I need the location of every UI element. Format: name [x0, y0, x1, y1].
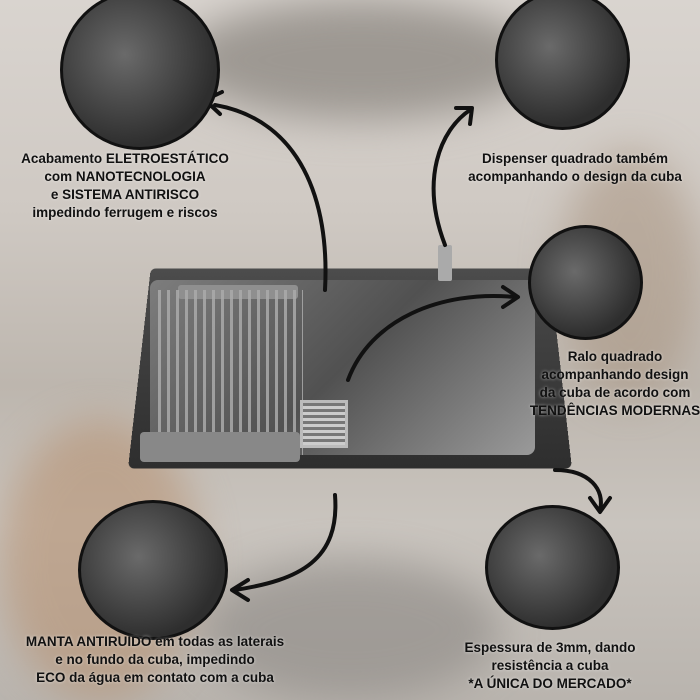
dispenser-caption: Dispenser quadrado também acompanhando o…: [450, 150, 700, 186]
caption-line: Espessura de 3mm, dando: [464, 640, 636, 655]
caption-line: Acabamento ELETROESTÁTICO: [21, 151, 229, 166]
caption-line: acompanhando design: [541, 367, 689, 382]
noise-caption: MANTA ANTIRUIDO em todas as laterais e n…: [0, 633, 310, 687]
thickness-detail-circle: [485, 505, 620, 630]
caption-line: Ralo quadrado: [567, 349, 663, 364]
drain-caption: Ralo quadrado acompanhando design da cub…: [480, 348, 700, 420]
caption-line: da cuba de acordo com: [539, 385, 691, 400]
caption-line: com NANOTECNOLOGIA: [44, 169, 206, 184]
caption-line: TENDÊNCIAS MODERNAS: [529, 403, 700, 418]
caption-line: MANTA ANTIRUIDO em todas as laterais: [25, 634, 285, 649]
arrow-finish: [213, 103, 328, 292]
dispenser-detail-circle: [495, 0, 630, 130]
drain-grate: [300, 400, 348, 448]
caption-line: Dispenser quadrado também: [481, 151, 669, 166]
caption-line: e no fundo da cuba, impedindo: [55, 652, 255, 667]
caption-line: acompanhando o design da cuba: [468, 169, 682, 184]
soap-dispenser: [438, 245, 452, 281]
caption-line: e SISTEMA ANTIRISCO: [50, 187, 200, 202]
arrow-noise: [233, 493, 338, 592]
caption-line: *A ÚNICA DO MERCADO*: [468, 676, 632, 691]
finish-caption: Acabamento ELETROESTÁTICO com NANOTECNOL…: [0, 150, 250, 222]
arrow-thickness: [553, 468, 603, 512]
arrow-dispenser: [431, 108, 472, 247]
arrow-drain: [346, 294, 517, 382]
thickness-caption: Espessura de 3mm, dando resistência a cu…: [440, 639, 660, 693]
drain-detail-circle: [528, 225, 643, 340]
caption-line: impedindo ferrugem e riscos: [32, 205, 218, 220]
caption-line: ECO da água em contato com a cuba: [36, 670, 274, 685]
noise-detail-circle: [78, 500, 228, 640]
finish-detail-circle: [60, 0, 220, 150]
caption-line: resistência a cuba: [491, 658, 609, 673]
